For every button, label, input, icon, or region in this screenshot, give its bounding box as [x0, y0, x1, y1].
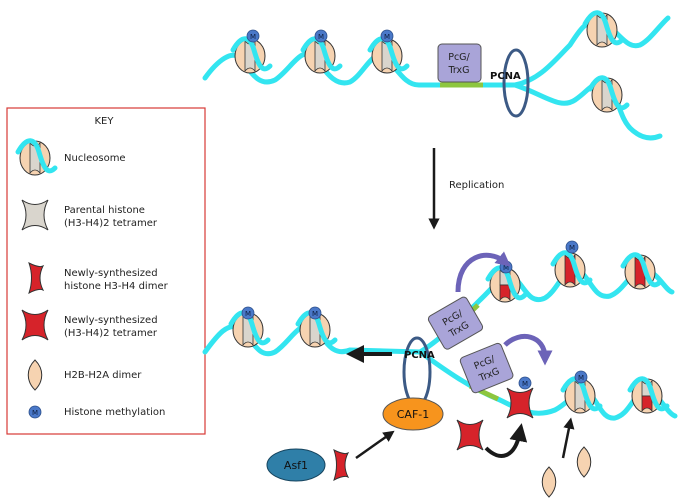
top-nucleosome-1 — [233, 39, 270, 73]
asf1-bound-dimer — [333, 449, 349, 481]
lower-methyl-1: M — [518, 376, 532, 390]
pcg-trxg-lower: PcG/ TrxG — [459, 342, 514, 394]
upper-nucleosome-parental — [623, 255, 660, 289]
upper-methyl-1: M — [499, 260, 513, 274]
pcg-trxg-upper: PcG/ TrxG — [427, 296, 484, 350]
key-label-new-dimer: Newly-synthesized histone H3-H4 dimer — [64, 268, 169, 292]
methylation-spread-arrow-lower — [503, 334, 553, 366]
top-nucleosome-4 — [585, 13, 622, 47]
svg-text:PcG/: PcG/ — [448, 52, 470, 63]
methylation-spread-arrow-upper — [455, 251, 511, 293]
pcna-top: PCNA — [490, 48, 530, 118]
svg-text:M: M — [503, 264, 509, 272]
svg-text:M: M — [245, 310, 251, 318]
key-parental-tetramer-icon — [21, 199, 49, 231]
asf1-to-caf1-arrow — [355, 430, 395, 460]
key-label-parental-tetramer: Parental histone (H3-H4)2 tetramer — [64, 205, 158, 229]
svg-text:M: M — [312, 310, 318, 318]
top-methyl-1: M — [246, 29, 260, 43]
tetramer-deposition-arrow — [484, 423, 528, 458]
free-h2a-h2b-2 — [576, 446, 592, 478]
pcg-trxg-top: PcG/ TrxG — [437, 43, 482, 83]
key-methyl-icon: M — [28, 405, 42, 419]
fork-lower-arm — [512, 81, 663, 141]
key-label-h2b-h2a: H2B-H2A dimer — [64, 370, 142, 381]
svg-text:M: M — [318, 33, 324, 41]
replication-label: Replication — [449, 180, 504, 191]
replication-arrow: Replication — [428, 148, 504, 230]
lower-nucleosome-2 — [630, 379, 667, 413]
svg-text:M: M — [522, 380, 528, 388]
lower-tetramer-deposited — [506, 387, 534, 419]
asf1: Asf1 — [266, 448, 326, 482]
svg-text:Asf1: Asf1 — [284, 459, 308, 472]
svg-text:TrxG: TrxG — [447, 65, 469, 76]
caf1: CAF-1 — [382, 397, 444, 431]
top-nucleosome-3 — [370, 39, 407, 73]
caf1-bound-tetramer — [456, 419, 484, 451]
svg-text:CAF-1: CAF-1 — [397, 408, 430, 421]
lower-nucleosome-1 — [563, 379, 600, 413]
svg-text:M: M — [32, 409, 38, 417]
key-label-methylation: Histone methylation — [64, 407, 165, 418]
top-nucleosome-2 — [303, 39, 340, 73]
free-h2a-h2b-1 — [541, 466, 557, 498]
key-new-tetramer-icon — [21, 309, 49, 341]
svg-text:M: M — [384, 33, 390, 41]
top-methyl-2: M — [314, 29, 328, 43]
svg-text:M: M — [250, 33, 256, 41]
key-title: KEY — [95, 116, 115, 127]
key-panel: KEY Nucleosome Parental histone (H3-H4)2… — [6, 107, 206, 435]
svg-text:M: M — [569, 244, 575, 252]
daughter-chromatin: M M M M M M PCNA PcG/ TrxG PcG/ TrxG — [202, 240, 678, 498]
h2a-h2b-incorporation-arrow — [561, 417, 575, 459]
top-nucleosome-5 — [590, 78, 627, 112]
lower-methyl-2: M — [574, 370, 588, 384]
upper-methyl-2: M — [565, 240, 579, 254]
key-label-nucleosome: Nucleosome — [64, 153, 126, 164]
svg-text:PCNA: PCNA — [490, 71, 521, 82]
bottom-methyl-2: M — [308, 306, 322, 320]
svg-text:M: M — [578, 374, 584, 382]
bottom-methyl-1: M — [241, 306, 255, 320]
pcna-bottom: PCNA — [402, 336, 435, 408]
parental-chromatin: M M M PcG/ TrxG PCNA — [202, 13, 671, 141]
key-label-new-tetramer: Newly-synthesized (H3-H4)2 tetramer — [64, 315, 161, 339]
top-methyl-3: M — [380, 29, 394, 43]
svg-text:PCNA: PCNA — [404, 350, 435, 361]
